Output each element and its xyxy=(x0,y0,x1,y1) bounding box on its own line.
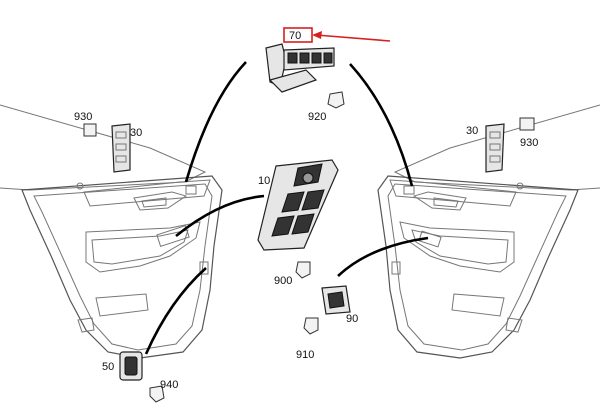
leader-50-to-left-door xyxy=(144,267,207,355)
right-handle-switch xyxy=(403,185,415,195)
small-switch-90 xyxy=(303,285,351,335)
label-70: 70 xyxy=(289,30,301,42)
memory-button-2 xyxy=(299,52,310,64)
left-door xyxy=(0,104,223,359)
arrow-icon xyxy=(312,31,322,39)
label-910: 910 xyxy=(296,349,314,361)
left-door-panel xyxy=(21,175,223,359)
left-lower-lamp xyxy=(199,261,209,275)
label-10: 10 xyxy=(258,175,270,187)
left-door-handle xyxy=(133,191,188,211)
left-armrest xyxy=(85,221,201,273)
right-switch-slot-3 xyxy=(489,155,501,163)
left-handle-switch xyxy=(185,185,197,195)
right-lock-knob xyxy=(516,182,524,190)
right-armrest-switch-block xyxy=(418,230,442,248)
right-armrest-inner xyxy=(411,229,509,265)
memory-button-3 xyxy=(311,52,322,64)
switch-50 xyxy=(119,351,165,403)
left-lock-knob xyxy=(76,182,84,190)
right-door-handle xyxy=(412,191,467,211)
label-50: 50 xyxy=(102,361,114,373)
label-930-left: 930 xyxy=(74,111,92,123)
right-switch-strip xyxy=(485,123,505,173)
memory-button-m xyxy=(323,52,333,64)
left-handle-recess xyxy=(141,197,167,208)
connector-icon xyxy=(327,91,345,109)
left-switch-slot-1 xyxy=(115,131,127,139)
leader-70-to-left-handle xyxy=(184,61,247,183)
center-switch-block-10 xyxy=(257,159,339,279)
connector-910-icon xyxy=(303,317,319,335)
connector-900-icon xyxy=(295,261,311,279)
right-lower-lamp xyxy=(391,261,401,275)
right-handle-recess xyxy=(433,197,459,208)
leader-70-to-right-handle xyxy=(349,63,414,187)
left-switch-slot-3 xyxy=(115,155,127,163)
right-door-panel xyxy=(377,175,579,359)
left-armrest-inner xyxy=(91,229,189,265)
leader-90-to-right-armrest xyxy=(337,236,429,277)
left-switch-strip xyxy=(111,123,131,173)
switch-50-rocker xyxy=(124,356,138,376)
seat-switch-backrest xyxy=(265,43,287,87)
window-switch-1 xyxy=(281,191,305,213)
label-920: 920 xyxy=(308,111,326,123)
label-90: 90 xyxy=(346,313,358,325)
right-window-switch-30 xyxy=(485,117,535,173)
right-connector-930-icon xyxy=(519,117,535,131)
window-switch-2 xyxy=(301,189,325,211)
right-door-upper-trim xyxy=(389,179,517,207)
memory-button-1 xyxy=(287,52,298,64)
label-30-right: 30 xyxy=(466,125,478,137)
window-switch-4 xyxy=(291,213,315,235)
right-speaker-grille xyxy=(451,293,505,317)
left-door-upper-trim xyxy=(83,179,211,207)
label-940: 940 xyxy=(160,379,178,391)
seat-switch-cushion xyxy=(268,69,318,93)
right-switch-slot-2 xyxy=(489,143,501,151)
right-door xyxy=(377,104,600,359)
right-switch-slot-1 xyxy=(489,131,501,139)
left-window-switch-30 xyxy=(83,123,131,173)
right-door-inner-edge xyxy=(387,183,567,351)
left-door-inner-edge xyxy=(33,183,213,351)
right-armrest xyxy=(399,221,515,273)
label-30-left: 30 xyxy=(130,127,142,139)
mirror-knob xyxy=(302,172,314,184)
left-speaker-grille xyxy=(95,293,149,317)
window-switch-3 xyxy=(271,215,295,237)
left-door-pocket xyxy=(77,317,95,333)
seat-switch-assembly xyxy=(265,43,345,109)
leader-10-to-left-armrest xyxy=(175,194,265,238)
highlight-arrow-line xyxy=(315,34,391,42)
left-switch-slot-2 xyxy=(115,143,127,151)
left-armrest-switch-block xyxy=(156,225,190,247)
left-window-outline xyxy=(0,104,207,191)
connector-940-icon xyxy=(149,385,165,403)
switch-icon xyxy=(327,291,345,309)
label-930-right: 930 xyxy=(520,137,538,149)
left-connector-930-icon xyxy=(83,123,97,137)
label-900: 900 xyxy=(274,275,292,287)
right-door-pocket xyxy=(505,317,523,333)
